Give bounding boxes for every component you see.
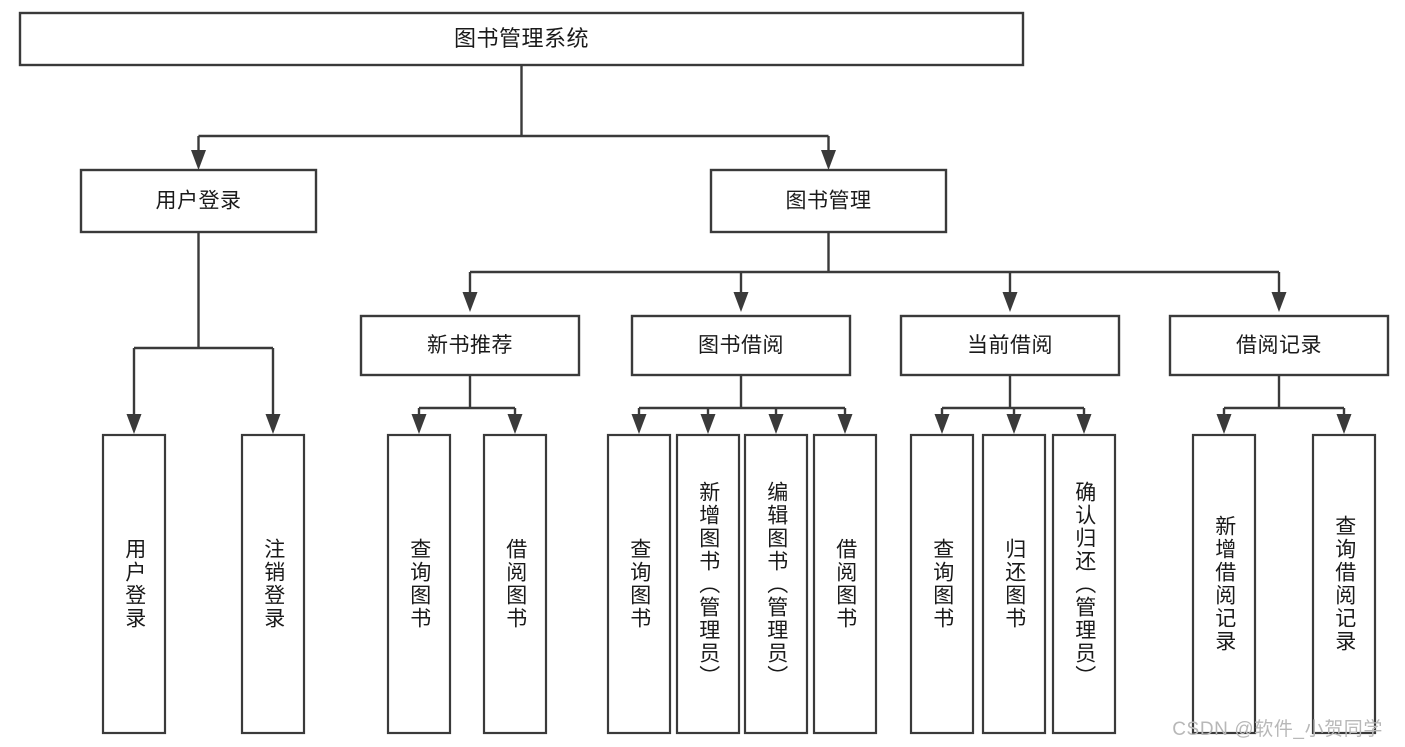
arrow-down-icon	[733, 292, 749, 312]
node-leaf-7[interactable]	[812, 433, 878, 735]
node-leaf-10[interactable]	[1051, 433, 1117, 735]
node-level2-label-1: 图书管理	[786, 190, 872, 213]
node-leaf-9[interactable]	[981, 433, 1047, 735]
arrow-down-icon	[265, 414, 281, 434]
node-leaf-5[interactable]	[675, 433, 741, 735]
node-level3-3[interactable]	[1168, 314, 1390, 377]
node-leaf-8[interactable]	[909, 433, 975, 735]
arrow-down-icon	[768, 414, 784, 434]
node-leaf-11[interactable]	[1191, 433, 1257, 735]
node-leaf-12[interactable]	[1311, 433, 1377, 735]
node-leaf-3[interactable]	[482, 433, 548, 735]
node-leaf-1[interactable]	[240, 433, 306, 735]
node-leaf-0[interactable]	[101, 433, 167, 735]
node-level3-label-1: 图书借阅	[698, 334, 784, 357]
arrow-down-icon	[1271, 292, 1287, 312]
arrow-down-icon	[1002, 292, 1018, 312]
node-leaf-2[interactable]	[386, 433, 452, 735]
arrow-down-icon	[837, 414, 853, 434]
arrow-down-icon	[126, 414, 142, 434]
arrow-down-icon	[631, 414, 647, 434]
arrow-down-icon	[411, 414, 427, 434]
node-level3-label-2: 当前借阅	[967, 334, 1053, 357]
node-level2-label-0: 用户登录	[156, 190, 242, 213]
arrow-down-icon	[1216, 414, 1232, 434]
arrow-down-icon	[700, 414, 716, 434]
arrow-down-icon	[934, 414, 950, 434]
arrow-down-icon	[191, 150, 206, 170]
node-root-label: 图书管理系统	[454, 26, 589, 51]
node-level3-label-0: 新书推荐	[427, 334, 513, 357]
node-level2-1[interactable]	[709, 168, 948, 234]
arrow-down-icon	[1336, 414, 1352, 434]
arrow-down-icon	[821, 150, 836, 170]
node-level2-0[interactable]	[79, 168, 318, 234]
arrow-down-icon	[507, 414, 523, 434]
arrow-down-icon	[1076, 414, 1092, 434]
node-root[interactable]	[18, 11, 1025, 67]
node-level3-1[interactable]	[630, 314, 852, 377]
arrow-down-icon	[462, 292, 478, 312]
node-leaf-6[interactable]	[743, 433, 809, 735]
node-level3-label-3: 借阅记录	[1236, 334, 1322, 357]
node-leaf-4[interactable]	[606, 433, 672, 735]
watermark-text: CSDN @软件_小贺同学	[1172, 719, 1383, 740]
arrow-down-icon	[1006, 414, 1022, 434]
